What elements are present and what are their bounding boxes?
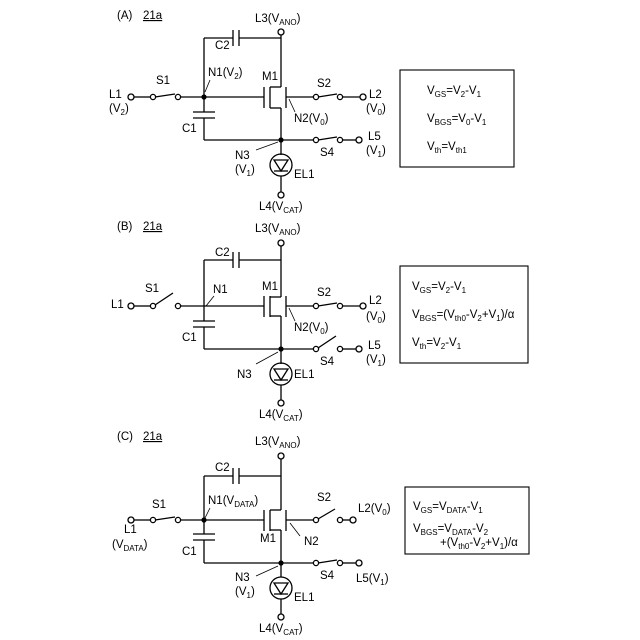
panel-b-c2-label: C2 — [215, 247, 230, 259]
panel-b-c1-label: C1 — [182, 332, 197, 344]
panel-c-l4-label: L4(VCAT) — [259, 623, 303, 637]
panel-b-s4-switch-open — [318, 336, 336, 348]
panel-a-l5-label: L5 — [368, 131, 381, 143]
panel-a-c1-label: C1 — [182, 123, 197, 135]
panel-c-s2-switch-open — [318, 509, 335, 519]
panel-c-c2-label: C2 — [215, 462, 230, 474]
panel-b-s1-label: S1 — [145, 283, 159, 295]
panel-c-l4-terminal — [278, 614, 284, 620]
panel-a-l1-terminal — [128, 94, 134, 100]
panel-a-n3-sub: (V1) — [235, 164, 255, 178]
panel-b-l3-terminal — [278, 240, 284, 246]
panel-b-l5-sub: (V1) — [366, 354, 386, 368]
panel-b-l2-label: L2 — [369, 295, 382, 307]
panel-b: (B) 21a L3(VANO) C2 N1 L1 S1 C1 M1 — [111, 221, 528, 423]
panel-b-el1-label: EL1 — [294, 369, 314, 381]
panel-c-n2-label: N2 — [304, 536, 319, 548]
panel-c: (C) 21a L3(VANO) C2 N1(VDATA) L1 (VDATA)… — [112, 431, 529, 637]
panel-b-ref: 21a — [143, 221, 163, 233]
panel-c-el1-label: EL1 — [294, 592, 314, 604]
panel-c-s1-switch — [155, 517, 175, 520]
panel-c-l5-label: L5(V1) — [356, 573, 389, 587]
panel-c-letter: (C) — [117, 431, 133, 443]
panel-b-n3-label: N3 — [237, 369, 252, 381]
panel-a-l2-terminal — [360, 94, 366, 100]
panel-a-l1-sub: (V2) — [109, 103, 129, 117]
panel-b-n2-label: N2(V0) — [294, 322, 329, 336]
panel-a-l5-sub: (V1) — [366, 145, 386, 159]
panel-b-l2-sub: (V0) — [366, 311, 386, 325]
panel-b-l3-label: L3(VANO) — [255, 223, 301, 237]
panel-b-m1-label: M1 — [262, 281, 278, 293]
panel-c-l1-terminal — [128, 517, 134, 523]
panel-a-c2-label: C2 — [215, 40, 230, 52]
panel-a-s2-label: S2 — [317, 78, 331, 90]
panel-c-l3-label: L3(VANO) — [255, 436, 301, 450]
panel-a-l3-terminal — [278, 29, 284, 35]
panel-c-l2-terminal — [350, 517, 356, 523]
panel-a-el1-label: EL1 — [294, 169, 314, 181]
panel-a-l5-terminal — [356, 137, 362, 143]
panel-a-el1-diode — [274, 160, 288, 171]
panel-c-l2-label: L2(V0) — [358, 503, 391, 517]
panel-a: (A) 21a L3(VANO) C2 N1(V2) L1 (V2) S1 C1 — [109, 10, 514, 215]
panel-c-l5-terminal — [356, 560, 362, 566]
panel-a-l4-label: L4(VCAT) — [259, 201, 303, 215]
panel-c-el1-diode — [274, 583, 288, 594]
panel-b-l5-label: L5 — [368, 340, 381, 352]
panel-c-s2-label: S2 — [317, 492, 331, 504]
panel-a-l2-sub: (V0) — [366, 103, 386, 117]
panel-c-ref: 21a — [143, 431, 163, 443]
panel-a-m1-label: M1 — [262, 71, 278, 83]
panel-a-l3-label: L3(VANO) — [255, 13, 301, 27]
panel-c-m1-label: M1 — [260, 533, 276, 545]
panel-b-el1-circle — [270, 363, 292, 385]
panel-c-s1-label: S1 — [152, 499, 166, 511]
panel-a-s1-label: S1 — [156, 75, 170, 87]
panel-a-l4-terminal — [278, 192, 284, 198]
panel-a-s4-label: S4 — [320, 147, 335, 159]
panel-b-l4-label: L4(VCAT) — [259, 409, 303, 423]
panel-c-l1-sub: (VDATA) — [112, 539, 148, 553]
panel-b-s2-label: S2 — [317, 287, 331, 299]
panel-c-l1-label: L1 — [124, 524, 137, 536]
panel-b-letter: (B) — [117, 221, 133, 233]
panel-a-l1-label: L1 — [109, 89, 122, 101]
panel-b-s4-label: S4 — [320, 356, 335, 368]
panel-c-node-n1 — [201, 517, 206, 522]
panel-b-l4-terminal — [278, 400, 284, 406]
panel-b-l2-terminal — [360, 303, 366, 309]
panel-a-letter: (A) — [117, 10, 133, 22]
panel-a-s2-switch — [318, 94, 337, 97]
panel-a-n2-label: N2(V0) — [294, 113, 329, 127]
panel-a-s1-switch — [155, 94, 175, 97]
panel-c-s4-switch — [318, 560, 337, 563]
panel-a-ref: 21a — [143, 10, 163, 22]
panel-b-eq-3: Vth=V2-V1 — [412, 337, 462, 351]
panel-a-l2-label: L2 — [369, 89, 382, 101]
panel-c-n1-label: N1(VDATA) — [208, 495, 258, 509]
panel-a-node-n1 — [201, 94, 206, 99]
panel-a-n3-label: N3 — [235, 150, 250, 162]
panel-b-l1-terminal — [128, 303, 134, 309]
panel-b-l1-label: L1 — [111, 299, 124, 311]
panel-a-el1-circle — [270, 154, 292, 176]
panel-a-n1-label: N1(V2) — [208, 67, 243, 81]
panel-c-n3-label: N3 — [235, 572, 250, 584]
panel-a-s4-switch — [318, 137, 337, 140]
panel-b-s2-switch — [318, 303, 337, 306]
panel-c-l3-terminal — [278, 453, 284, 459]
panel-c-n3-sub: (V1) — [235, 586, 255, 600]
panel-b-el1-diode — [274, 369, 288, 380]
panel-c-c1-label: C1 — [182, 546, 197, 558]
panel-c-eq-3: +(Vth0-V2+V1)/α — [440, 537, 518, 551]
panel-b-l5-terminal — [356, 346, 362, 352]
panel-c-el1-circle — [270, 577, 292, 599]
panel-b-n1-label: N1 — [213, 284, 228, 296]
panel-c-s4-label: S4 — [320, 570, 335, 582]
